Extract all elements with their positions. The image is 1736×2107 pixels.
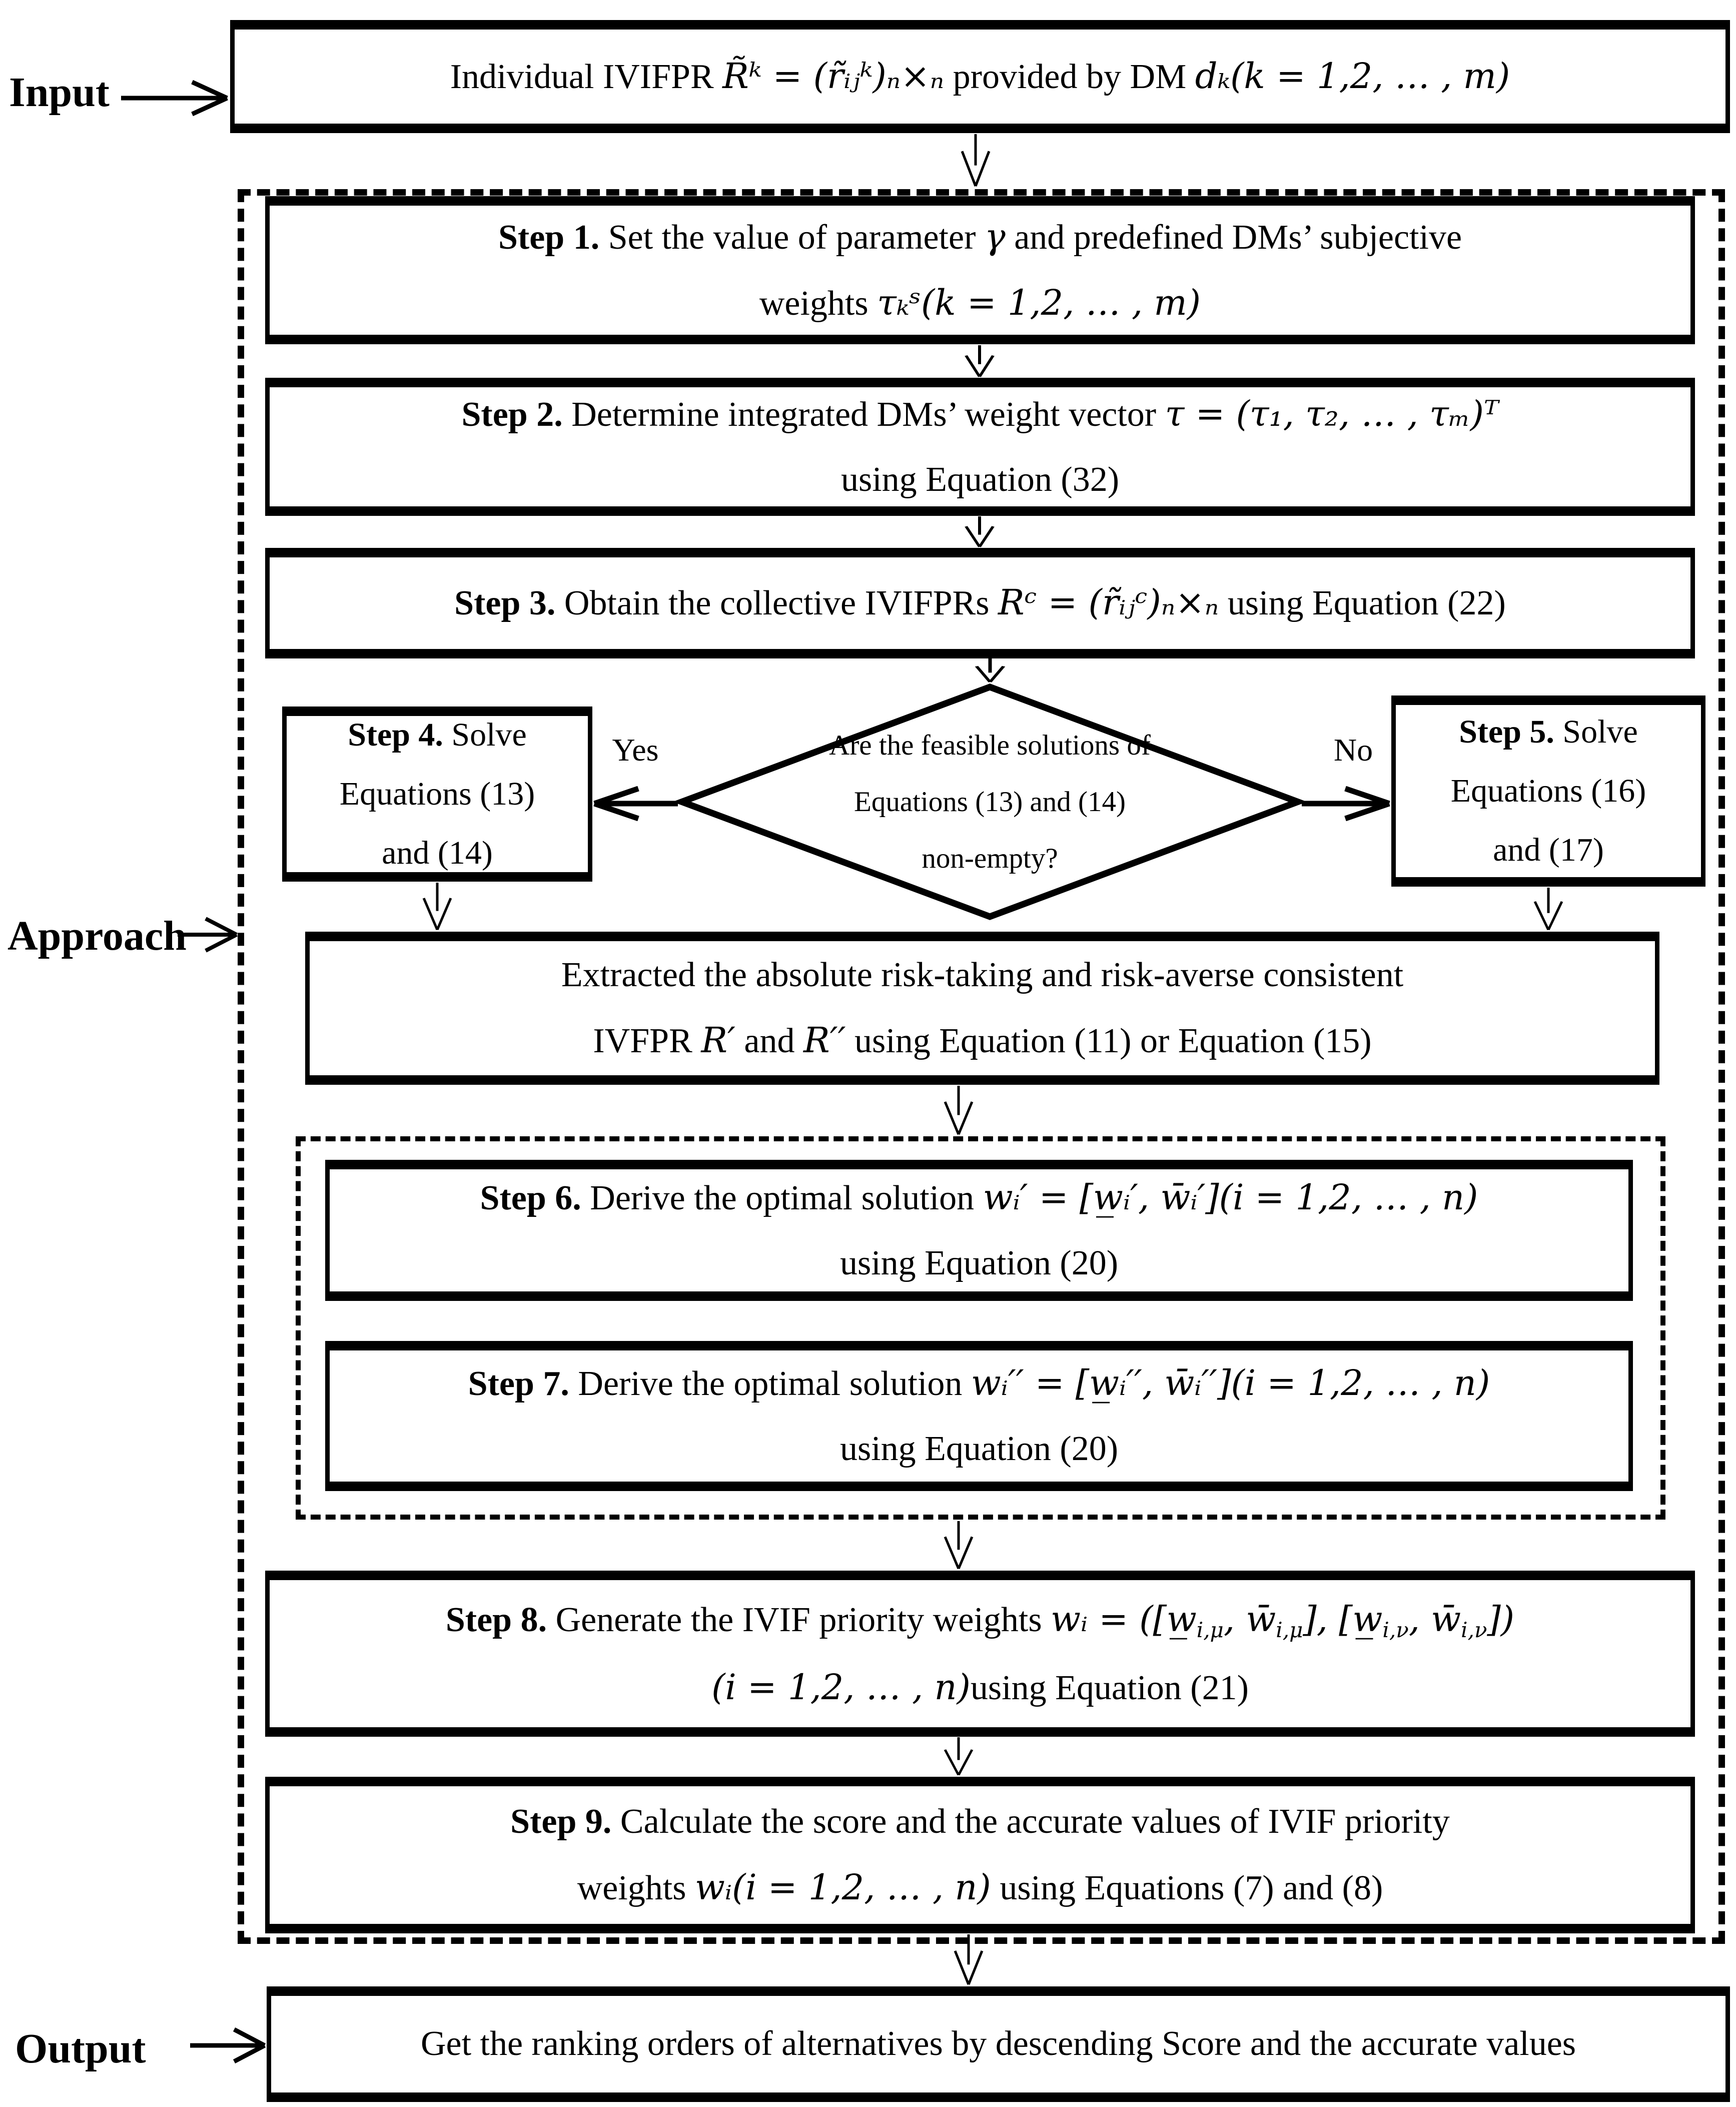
arrow-step3-to-diamond <box>973 658 1008 682</box>
step4-line2: Equations (13) <box>339 776 535 813</box>
input-label: Input <box>9 69 110 116</box>
step4-box: Step 4. Solve Equations (13) and (14) <box>282 707 592 882</box>
step6-line1: Step 6. Derive the optimal solution wᵢ′ … <box>480 1176 1478 1218</box>
approach-arrow <box>178 915 240 955</box>
arrow-step4-to-extracted <box>420 883 455 931</box>
step7-line2: using Equation (20) <box>839 1430 1119 1468</box>
arrow-diamond-to-step4 <box>592 786 678 821</box>
decision-line2: Equations (13) and (14) <box>854 786 1126 818</box>
step1-box: Step 1. Set the value of parameter γ and… <box>265 196 1695 344</box>
arrow-steps67-to-step8 <box>941 1521 976 1570</box>
step8-box: Step 8. Generate the IVIF priority weigh… <box>265 1571 1695 1737</box>
decision-diamond: Are the feasible solutions of Equations … <box>672 683 1307 921</box>
decision-text: Are the feasible solutions of Equations … <box>678 683 1302 921</box>
step5-line3: and (17) <box>1493 831 1604 868</box>
arrow-diamond-to-step5 <box>1302 786 1391 821</box>
decision-line1: Are the feasible solutions of <box>829 730 1151 761</box>
step4-line3: and (14) <box>382 834 493 871</box>
approach-dashed-border <box>238 189 1725 1944</box>
step6-box: Step 6. Derive the optimal solution wᵢ′ … <box>325 1160 1633 1301</box>
extracted-line1: Extracted the absolute risk-taking and r… <box>561 955 1404 994</box>
arrow-step1-to-step2 <box>962 345 997 377</box>
arrow-step9-to-output <box>951 1934 986 1985</box>
input-box-text: Individual IVIFPR R̃ᵏ = (r̃ᵢⱼᵏ)ₙ×ₙ provi… <box>450 55 1510 97</box>
input-arrow <box>121 78 230 118</box>
step7-line1: Step 7. Derive the optimal solution wᵢ′′… <box>468 1362 1490 1403</box>
output-box: Get the ranking orders of alternatives b… <box>267 1986 1730 2102</box>
step6-line2: using Equation (20) <box>839 1244 1119 1282</box>
step9-line1: Step 9. Calculate the score and the accu… <box>510 1802 1450 1841</box>
output-arrow <box>190 2025 268 2065</box>
extracted-line2: IVFPR R′ and R′′ using Equation (11) or … <box>593 1020 1372 1061</box>
step9-line2: weights wᵢ(i = 1,2, … , n) using Equatio… <box>577 1866 1383 1908</box>
step8-line2: (i = 1,2, … , n)using Equation (21) <box>711 1666 1249 1708</box>
step2-line1: Step 2. Determine integrated DMs’ weight… <box>461 393 1499 434</box>
output-box-text: Get the ranking orders of alternatives b… <box>420 2024 1576 2063</box>
step5-line2: Equations (16) <box>1450 773 1646 810</box>
yes-label: Yes <box>612 732 659 768</box>
step1-line1: Step 1. Set the value of parameter γ and… <box>498 216 1462 257</box>
step8-line1: Step 8. Generate the IVIF priority weigh… <box>445 1598 1515 1642</box>
arrow-step8-to-step9 <box>941 1737 976 1776</box>
steps6-7-dashed-group <box>296 1136 1665 1520</box>
decision-line3: non-empty? <box>922 843 1058 874</box>
input-box: Individual IVIFPR R̃ᵏ = (r̃ᵢⱼᵏ)ₙ×ₙ provi… <box>230 20 1730 133</box>
approach-label: Approach <box>8 913 187 959</box>
output-label: Output <box>15 2025 146 2072</box>
diamond-shape <box>672 683 1307 920</box>
step7-box: Step 7. Derive the optimal solution wᵢ′′… <box>325 1341 1633 1491</box>
arrow-extracted-to-steps67 <box>941 1086 976 1135</box>
arrow-step2-to-step3 <box>962 516 997 547</box>
step3-box: Step 3. Obtain the collective IVIFPRs Rᶜ… <box>265 548 1695 658</box>
step5-line1: Step 5. Solve <box>1459 714 1638 751</box>
arrow-step5-to-extracted <box>1531 888 1566 931</box>
no-label: No <box>1333 732 1373 768</box>
step3-line1: Step 3. Obtain the collective IVIFPRs Rᶜ… <box>454 582 1506 623</box>
step9-box: Step 9. Calculate the score and the accu… <box>265 1777 1695 1933</box>
step1-line2: weights τₖˢ(k = 1,2, … , m) <box>759 282 1201 323</box>
step4-line1: Step 4. Solve <box>348 717 527 754</box>
extracted-box: Extracted the absolute risk-taking and r… <box>305 932 1659 1085</box>
step2-box: Step 2. Determine integrated DMs’ weight… <box>265 378 1695 516</box>
step5-box: Step 5. Solve Equations (16) and (17) <box>1391 695 1705 887</box>
arrow-input-to-approach <box>958 134 993 187</box>
step2-line2: using Equation (32) <box>840 460 1120 499</box>
